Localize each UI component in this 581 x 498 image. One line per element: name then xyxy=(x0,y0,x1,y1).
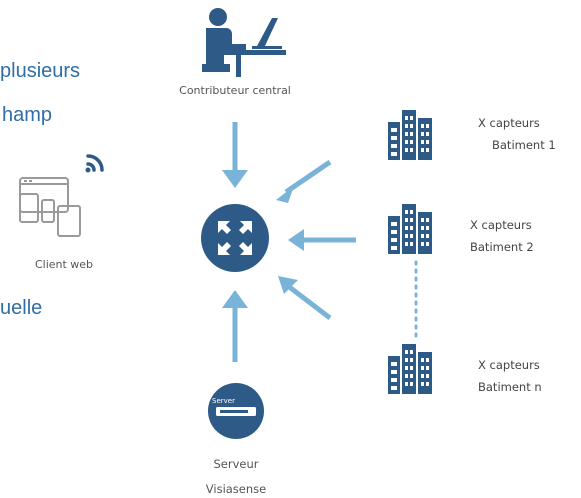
building-n-label: X capteurs Batiment n xyxy=(478,354,578,398)
server-badge: Server xyxy=(212,397,235,405)
server-label-line2: Visiasense xyxy=(205,482,267,496)
fragment-text-1: plusieurs xyxy=(0,60,81,82)
controller-label: Contributeur central xyxy=(179,84,291,97)
wifi-icon xyxy=(86,154,104,172)
building-n-count: X capteurs xyxy=(478,358,540,372)
arrow-buildingn-to-hub xyxy=(286,284,332,320)
arrowhead-diag-1 xyxy=(276,186,294,203)
building-1 xyxy=(388,110,432,160)
building-1-name: Batiment 1 xyxy=(492,138,556,152)
router-icon xyxy=(201,204,269,272)
arrowhead-diag-n xyxy=(278,276,298,294)
building-2-name: Batiment 2 xyxy=(470,240,534,254)
building-1-count: X capteurs xyxy=(478,116,540,130)
server-label-line1: Serveur xyxy=(213,457,259,471)
building-icon xyxy=(388,110,432,160)
fragment-text-2: hamp xyxy=(2,104,53,126)
server-node xyxy=(206,382,266,440)
building-icon xyxy=(388,204,432,254)
arrowhead-down xyxy=(222,170,248,188)
building-1-label: X capteurs Batiment 1 xyxy=(478,112,578,156)
fragment-text-3: uelle xyxy=(0,297,43,319)
building-2 xyxy=(388,204,432,254)
hub-node xyxy=(200,203,270,273)
server-icon xyxy=(208,383,264,439)
building-n xyxy=(388,344,432,394)
arrowhead-up xyxy=(222,290,248,308)
client-node xyxy=(14,150,114,240)
person-laptop-icon xyxy=(202,8,286,77)
arrowhead-left xyxy=(288,229,304,251)
building-2-count: X capteurs xyxy=(470,218,532,232)
controller-node xyxy=(196,6,288,82)
devices-icon xyxy=(19,154,104,237)
client-label: Client web xyxy=(34,258,94,271)
building-icon xyxy=(388,344,432,394)
building-n-name: Batiment n xyxy=(478,380,542,394)
building-2-label: X capteurs Batiment 2 xyxy=(470,214,578,258)
